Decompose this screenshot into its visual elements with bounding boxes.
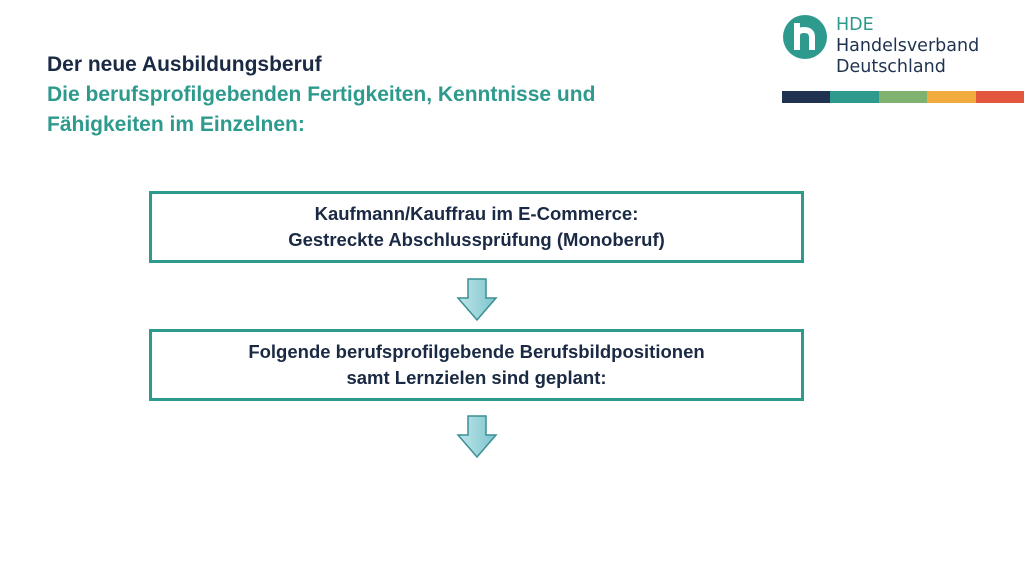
logo-handelsverband: Handelsverband [836,36,980,56]
logo-deutschland: Deutschland [836,57,946,77]
logo-hde: HDE [836,15,874,35]
down-arrow-icon [456,415,498,459]
stripe-2 [830,91,879,103]
box1-line2: Gestreckte Abschlussprüfung (Monoberuf) [288,229,665,250]
slide-title: Der neue Ausbildungsberuf Die berufsprof… [47,50,747,140]
title-main: Der neue Ausbildungsberuf [47,53,322,76]
box-job-positions: Folgende berufsprofilgebende Berufsbildp… [149,329,804,401]
box-ecommerce-exam: Kaufmann/Kauffrau im E-Commerce: Gestrec… [149,191,804,263]
box1-line1: Kaufmann/Kauffrau im E-Commerce: [314,203,639,224]
down-arrow-icon [456,278,498,322]
box2-line2: samt Lernzielen sind geplant: [346,367,607,388]
hde-logo: HDE Handelsverband Deutschland [782,12,1024,104]
box2-line1: Folgende berufsprofilgebende Berufsbildp… [248,341,705,362]
title-sub-line1: Die berufsprofilgebenden Fertigkeiten, K… [47,83,596,106]
stripe-1 [782,91,831,103]
logo-text: HDE Handelsverband Deutschland [836,15,979,78]
stripe-3 [878,91,928,103]
stripe-5 [975,91,1024,103]
stripe-4 [927,91,976,103]
hde-h-icon [783,15,827,59]
logo-color-stripes [782,91,1024,103]
title-sub-line2: Fähigkeiten im Einzelnen: [47,113,305,136]
